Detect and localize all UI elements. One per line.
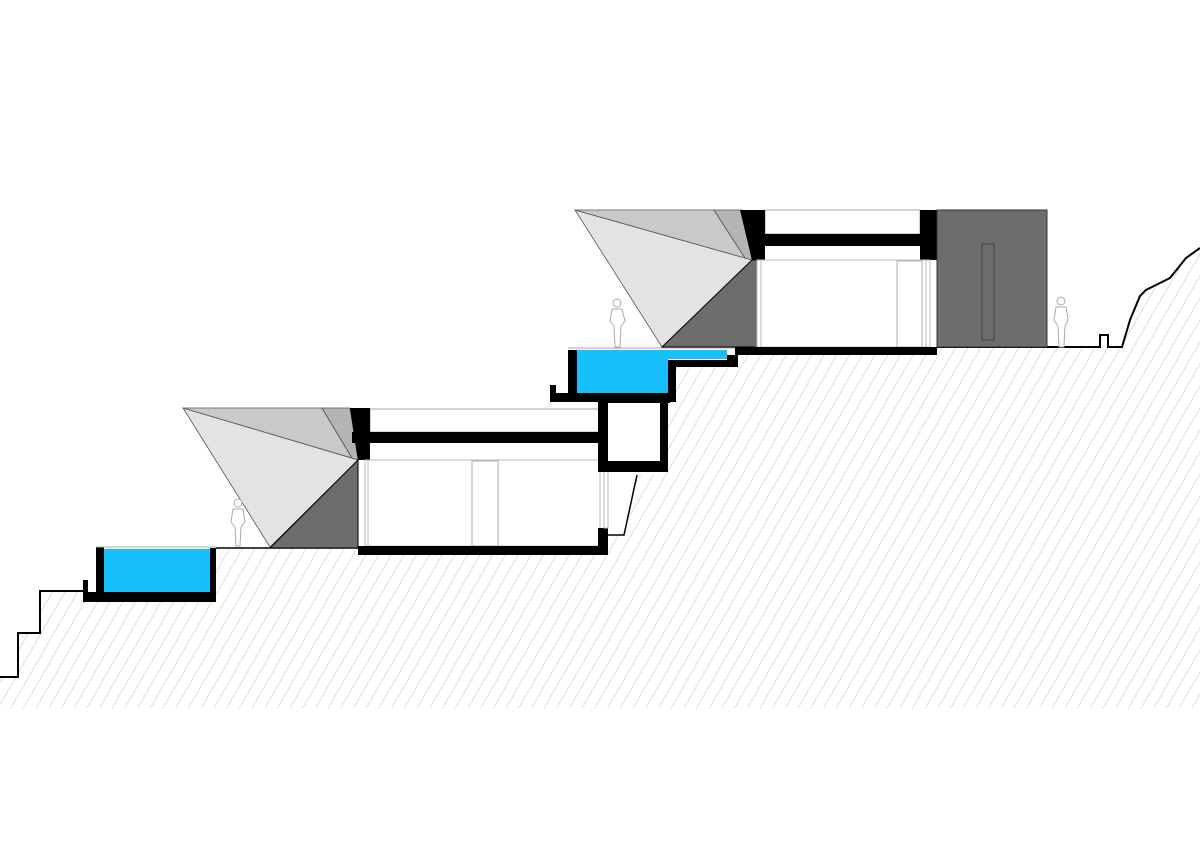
lower-floor-slab xyxy=(358,546,608,555)
lower-pool-water xyxy=(104,549,210,592)
upper-floor-slab xyxy=(735,347,937,355)
terrain-line xyxy=(0,590,83,678)
upper-dark-wall xyxy=(936,209,1048,348)
lower-parapet xyxy=(350,408,370,460)
lower-pool xyxy=(83,546,216,602)
upper-pool xyxy=(550,347,738,402)
upper-pool-structure xyxy=(550,350,738,402)
terrain-slope-line xyxy=(608,474,638,536)
lower-building xyxy=(350,408,609,555)
upper-canopy xyxy=(574,209,758,348)
connecting-structure xyxy=(598,394,670,472)
person-figure-upper-left xyxy=(609,298,626,348)
person-figure-lower xyxy=(230,498,246,547)
lower-canopy xyxy=(182,407,359,549)
lower-roof-slab xyxy=(352,432,600,443)
upper-roof-slab xyxy=(752,234,930,246)
upper-building xyxy=(735,209,1048,355)
upper-slot-window xyxy=(981,243,995,341)
lower-canopy-shadow xyxy=(268,458,359,549)
lower-pool-structure xyxy=(83,547,216,602)
lower-interior xyxy=(364,459,601,547)
upper-interior xyxy=(756,259,931,348)
terrain-line-upper xyxy=(937,247,1200,348)
upper-parapet xyxy=(740,210,765,260)
person-figure-upper-right xyxy=(1053,296,1069,348)
upper-pool-water xyxy=(577,350,727,393)
terrain-hatch xyxy=(0,248,1200,708)
